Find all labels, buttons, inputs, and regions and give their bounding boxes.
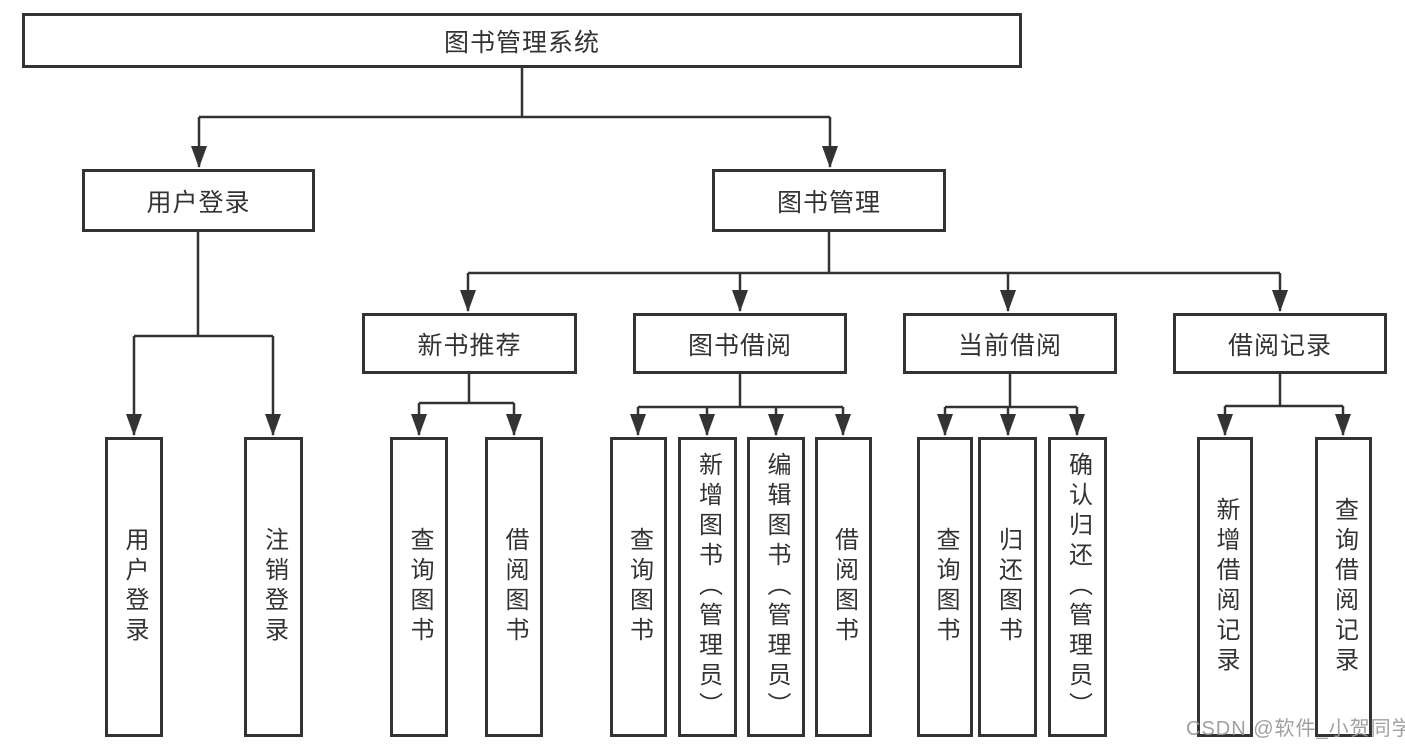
leaf-borrow-books: 借阅图书: [815, 437, 872, 737]
leaf-add-borrow-record: 新增借阅记录: [1197, 437, 1253, 737]
connector-new-book-rail: [419, 374, 514, 405]
leaf-add-borrow-record-label: 新增借阅记录: [1212, 497, 1239, 677]
node-book-borrow-label: 图书借阅: [687, 331, 792, 360]
leaf-query-books-borrow-label: 查询图书: [625, 527, 653, 647]
leaf-user-login: 用户登录: [105, 437, 163, 737]
leaf-return-books-label: 归还图书: [994, 527, 1022, 647]
leaf-confirm-return-admin: 确认归还（管理员）: [1048, 437, 1107, 737]
node-root-label: 图书管理系统: [443, 28, 600, 57]
leaf-query-borrow-record-label: 查询借阅记录: [1330, 497, 1358, 677]
leaf-query-books-current: 查询图书: [917, 437, 973, 737]
leaf-logout-label: 注销登录: [260, 527, 288, 647]
node-new-book-recommend-label: 新书推荐: [417, 331, 522, 360]
connector-borrow-record-rail: [1225, 374, 1343, 408]
connector-book-borrow-rail: [638, 374, 843, 409]
node-borrow-record-label: 借阅记录: [1227, 331, 1332, 360]
node-root-library-system: 图书管理系统: [22, 13, 1022, 68]
node-book-borrow: 图书借阅: [633, 313, 847, 374]
leaf-query-books-recommend: 查询图书: [390, 437, 448, 737]
leaf-query-books-borrow: 查询图书: [610, 437, 667, 737]
node-book-management: 图书管理: [712, 169, 946, 232]
node-book-management-label: 图书管理: [776, 188, 881, 217]
leaf-borrow-books-recommend: 借阅图书: [485, 437, 543, 737]
leaf-user-login-label: 用户登录: [121, 527, 148, 647]
leaf-return-books: 归还图书: [978, 437, 1037, 737]
node-current-borrow-label: 当前借阅: [957, 331, 1062, 360]
node-user-login: 用户登录: [82, 169, 315, 232]
node-new-book-recommend: 新书推荐: [362, 313, 577, 374]
leaf-query-borrow-record: 查询借阅记录: [1315, 437, 1372, 737]
leaf-add-books-admin: 新增图书（管理员）: [678, 437, 737, 737]
connector-user-login-rail: [134, 232, 273, 338]
connector-book-management-rail: [468, 232, 1280, 275]
leaf-borrow-books-label: 借阅图书: [830, 527, 858, 647]
leaf-edit-books-admin: 编辑图书（管理员）: [747, 437, 805, 737]
leaf-logout: 注销登录: [244, 437, 303, 737]
leaf-query-books-recommend-label: 查询图书: [406, 527, 433, 647]
leaf-edit-books-admin-label: 编辑图书（管理员）: [763, 452, 790, 722]
node-borrow-record: 借阅记录: [1173, 313, 1387, 374]
csdn-watermark: CSDN @软件_小贺同学: [1186, 718, 1405, 740]
leaf-add-books-admin-label: 新增图书（管理员）: [694, 452, 722, 722]
node-user-login-label: 用户登录: [146, 188, 251, 217]
node-current-borrow: 当前借阅: [903, 313, 1117, 374]
leaf-confirm-return-admin-label: 确认归还（管理员）: [1064, 452, 1092, 722]
connector-current-borrow-rail: [945, 374, 1077, 409]
leaf-query-books-current-label: 查询图书: [932, 527, 959, 647]
connector-root-rail: [199, 68, 830, 119]
leaf-borrow-books-recommend-label: 借阅图书: [501, 527, 528, 647]
